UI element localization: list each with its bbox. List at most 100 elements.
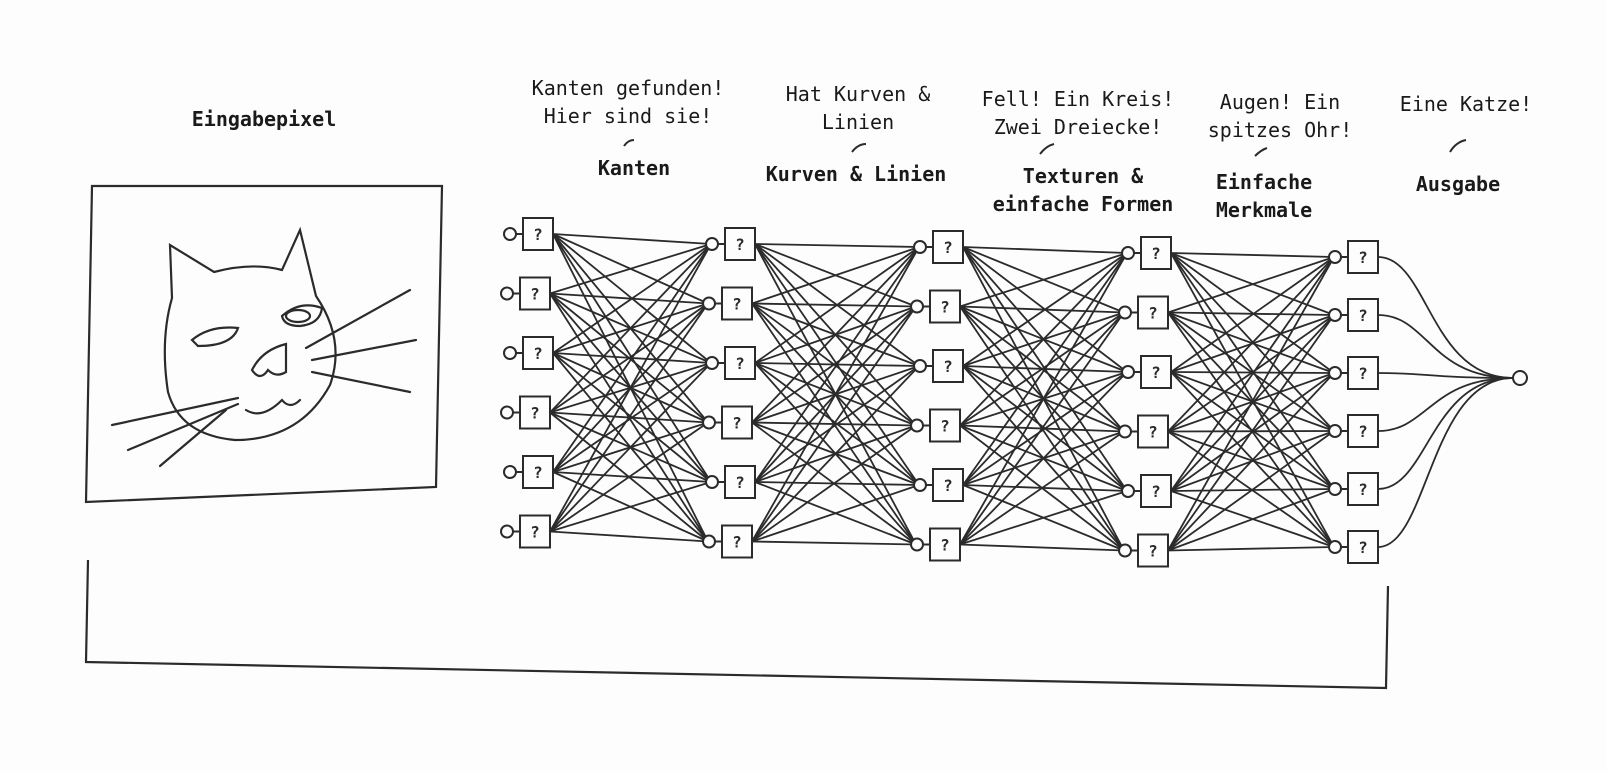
connection-line: [552, 243, 712, 354]
connection-line: [1170, 256, 1335, 492]
neuron-input-dot: [705, 356, 719, 370]
neuron: ?: [1121, 474, 1172, 508]
layer-3-neurons: ??????: [910, 230, 964, 562]
neuron: ?: [1118, 295, 1169, 330]
cat-right-pupil: [284, 308, 312, 324]
neuron-symbol: ?: [530, 523, 540, 542]
speech-pointer-5: [1449, 139, 1467, 153]
neuron-symbol: ?: [1358, 248, 1368, 267]
connection-line: [549, 530, 709, 543]
cat-mouth: [244, 398, 302, 415]
neuron-box: [929, 408, 961, 443]
neuron-symbol: ?: [530, 285, 540, 304]
connection-line: [1170, 252, 1335, 258]
neuron-symbol: ?: [943, 357, 953, 376]
neuron-input-dot: [500, 524, 514, 539]
connection-line: [1167, 256, 1335, 551]
input-image: [84, 184, 444, 504]
neuron-symbol: ?: [1358, 364, 1368, 383]
neuron-input-dot: [1118, 424, 1132, 439]
neuron-input-dot: [503, 465, 517, 479]
neuron-symbol: ?: [943, 476, 953, 495]
image-frame: [84, 184, 444, 504]
neuron-symbol: ?: [940, 536, 950, 555]
neuron-box: [1137, 295, 1169, 330]
layer-3-speech: Fell! Ein Kreis! Zwei Dreiecke!: [981, 87, 1175, 139]
connection-line: [1167, 314, 1335, 433]
connection-line: [751, 424, 917, 543]
connection-line: [549, 243, 712, 414]
cat-whisker-left-3: [158, 408, 228, 468]
neuron-input-dot: [913, 359, 927, 373]
output-connection: [1377, 256, 1514, 379]
layer-3-title: Texturen & einfache Formen: [992, 164, 1174, 216]
neuron: ?: [500, 395, 551, 430]
neuron-symbol: ?: [940, 417, 950, 436]
neuron-box: [721, 405, 753, 440]
speech-pointers: [623, 139, 1467, 157]
neuron-box: [932, 349, 964, 383]
neuron-box: [1347, 298, 1379, 332]
layer-1-neurons: ??????: [500, 217, 554, 549]
neuron-input-dot: [503, 227, 517, 241]
neuron: ?: [913, 349, 964, 383]
neuron: ?: [1328, 530, 1379, 564]
neuron: ?: [1118, 414, 1169, 449]
neuron-box: [522, 455, 554, 489]
neuron-symbol: ?: [1358, 480, 1368, 499]
connection-line: [959, 305, 1125, 314]
neuron-input-dot: [1118, 305, 1132, 320]
connection-line: [549, 302, 709, 414]
neuron-box: [721, 524, 753, 559]
neuron-box: [724, 346, 756, 380]
neuron-symbol: ?: [943, 238, 953, 257]
neuron: ?: [1121, 355, 1172, 389]
connection-line: [751, 540, 917, 546]
neuron-box: [929, 527, 961, 562]
layer-2-title: Kurven & Linien: [765, 162, 947, 186]
neuron-symbol: ?: [1151, 244, 1161, 263]
neuron-input-dot: [1328, 308, 1342, 322]
speech-pointer-4: [1254, 147, 1268, 157]
connection-line: [1167, 311, 1335, 316]
connection-line: [1170, 256, 1335, 373]
connection-line: [754, 365, 920, 483]
cat-whisker-right-3: [310, 370, 412, 394]
connection-line: [1167, 430, 1335, 552]
neuron-box: [519, 276, 551, 311]
connection-line: [1167, 314, 1335, 552]
neuron-box: [932, 230, 964, 264]
neuron-input-dot: [1328, 482, 1342, 496]
connection-line: [1167, 256, 1335, 433]
neuron-box: [1347, 530, 1379, 564]
connection-line: [549, 292, 709, 305]
output-connection: [1377, 377, 1514, 432]
layer-1-speech: Kanten gefunden! Hier sind sie!: [531, 76, 725, 128]
neuron-symbol: ?: [735, 235, 745, 254]
layer-4-title: Einfache Merkmale: [1215, 170, 1313, 222]
connection-line: [959, 252, 1128, 308]
connection-line: [552, 243, 712, 473]
neuron-input-dot: [910, 418, 924, 433]
network-layers: ??????????????????????????????: [500, 217, 1528, 568]
neuron-symbol: ?: [1358, 306, 1368, 325]
connection-line: [959, 311, 1125, 546]
connection-line: [549, 243, 712, 295]
neuron-input-dot: [1121, 484, 1135, 498]
neuron: ?: [702, 405, 753, 440]
neuron-input-dot: [702, 534, 716, 549]
neuron: ?: [705, 227, 756, 261]
neuron-box: [1140, 355, 1172, 389]
output-connection: [1377, 377, 1514, 490]
connection-line: [549, 302, 709, 533]
connection-line: [754, 481, 920, 486]
cat-nose: [250, 342, 288, 378]
neuron: ?: [910, 527, 961, 562]
neuron-symbol: ?: [1148, 304, 1158, 323]
neuron-input-dot: [1328, 250, 1342, 264]
neuron-input-dot: [702, 296, 716, 311]
neuron-box: [1140, 474, 1172, 508]
connection-line: [549, 421, 709, 533]
neuron-symbol: ?: [735, 354, 745, 373]
